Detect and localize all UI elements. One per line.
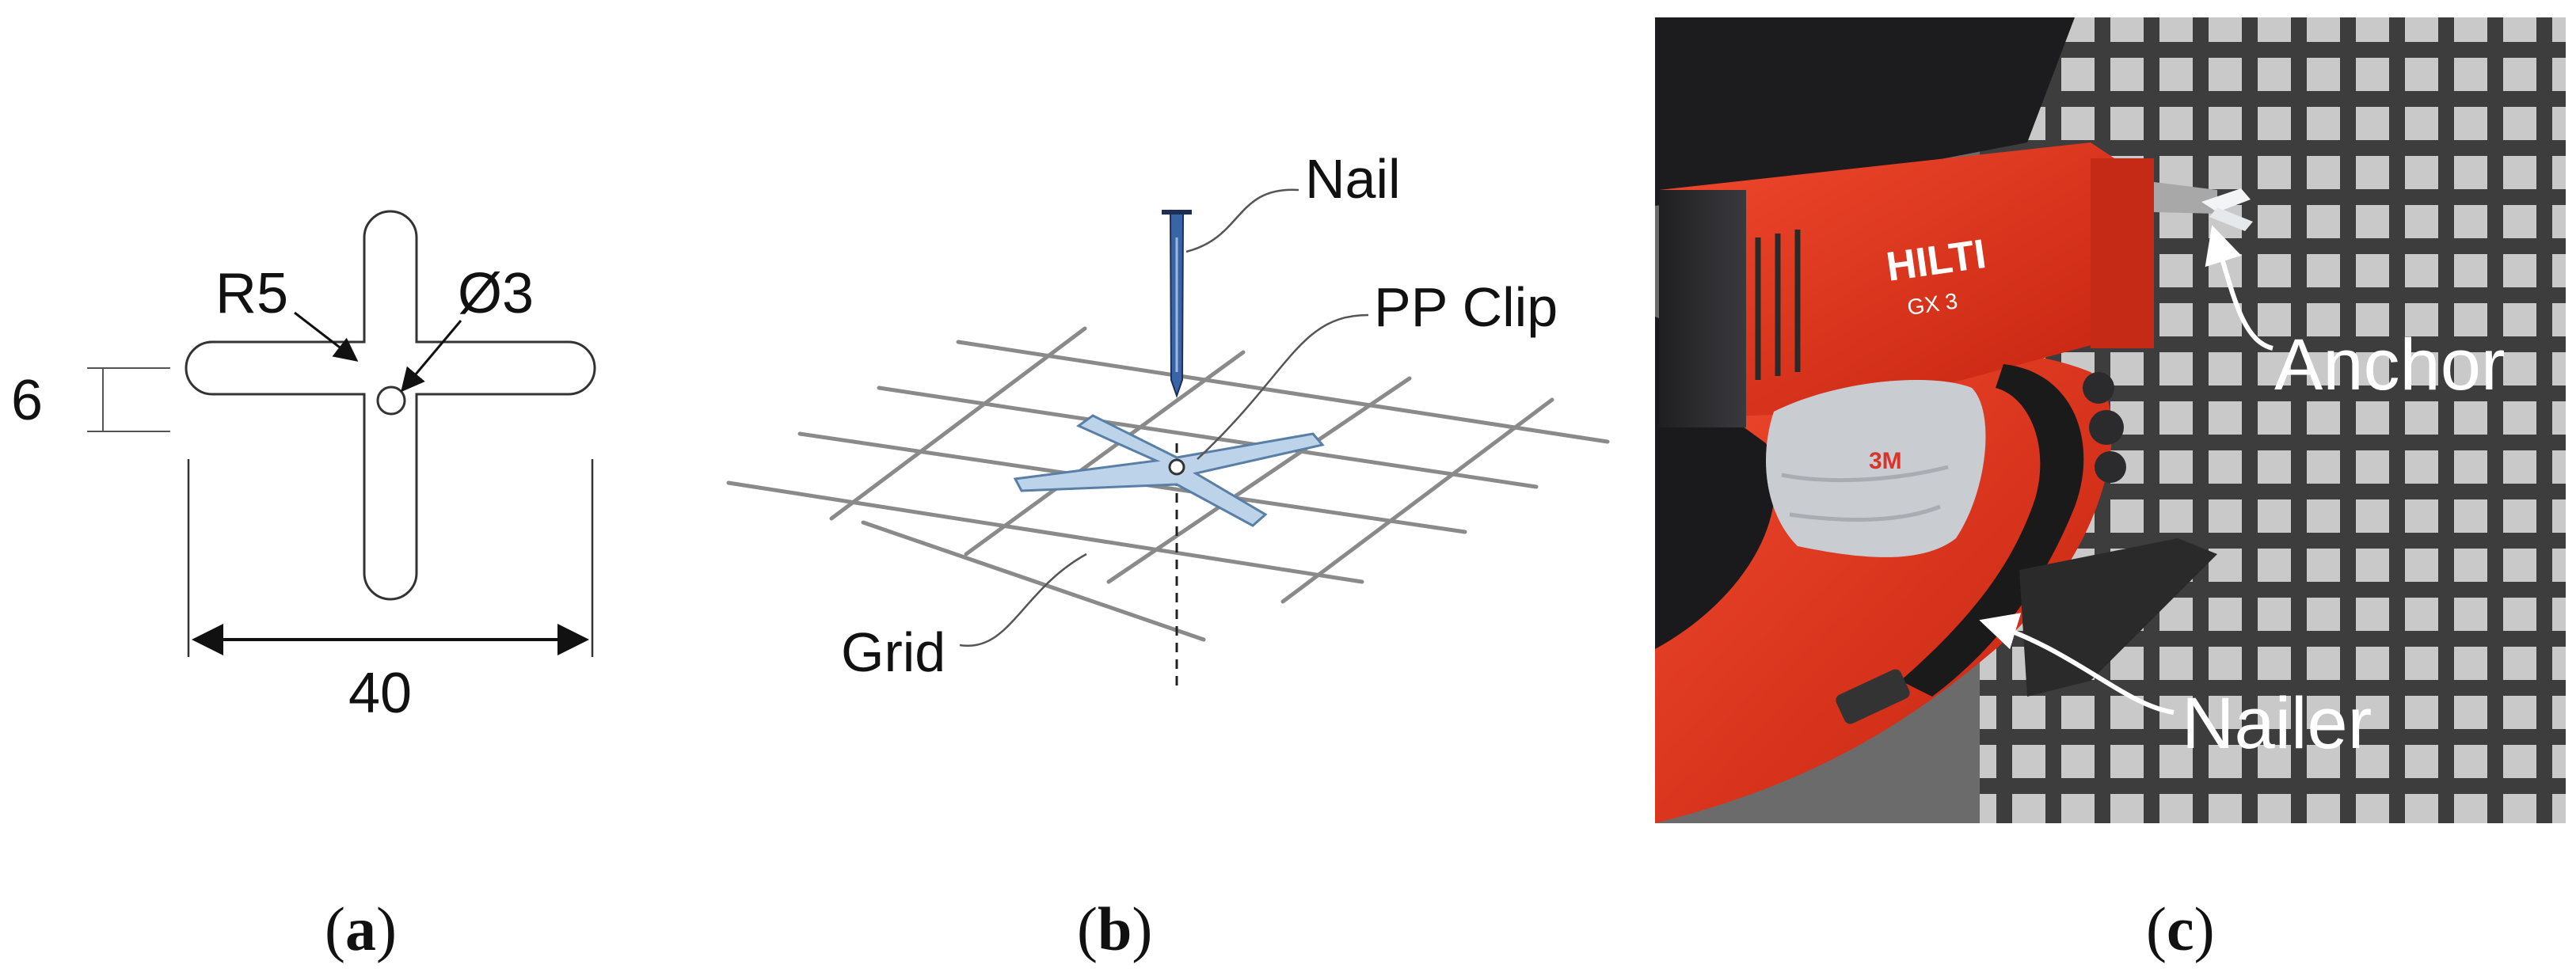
pp-clip bbox=[1013, 414, 1325, 527]
panel-c-photo: HILTI GX 3 3M bbox=[1655, 17, 2566, 823]
caption-a: (a) bbox=[325, 894, 397, 963]
nailer-body bbox=[1655, 346, 2112, 823]
nail bbox=[1162, 210, 1192, 399]
label-pp-clip: PP Clip bbox=[1374, 276, 1558, 338]
center-hole bbox=[376, 385, 406, 416]
dim-width-label: 6 bbox=[11, 369, 43, 432]
label-nail: Nail bbox=[1305, 148, 1401, 210]
label-grid: Grid bbox=[841, 621, 946, 683]
gloved-hand bbox=[1766, 380, 1986, 557]
glove-print: 3M bbox=[1869, 448, 1902, 474]
grid bbox=[726, 326, 1610, 642]
panel-a: 6 40 R5 Ø3 bbox=[11, 210, 596, 725]
panel-b: Nail PP Clip Grid bbox=[726, 148, 1610, 689]
anchor-clip bbox=[2201, 188, 2253, 231]
dim-hole-label: Ø3 bbox=[458, 262, 534, 325]
dim-radius-label: R5 bbox=[215, 262, 288, 325]
caption-c: (c) bbox=[2146, 894, 2215, 963]
caption-b: (b) bbox=[1077, 894, 1152, 963]
label-nailer: Nailer bbox=[2182, 683, 2372, 764]
dim-length-label: 40 bbox=[348, 662, 412, 725]
label-anchor: Anchor bbox=[2274, 325, 2506, 405]
